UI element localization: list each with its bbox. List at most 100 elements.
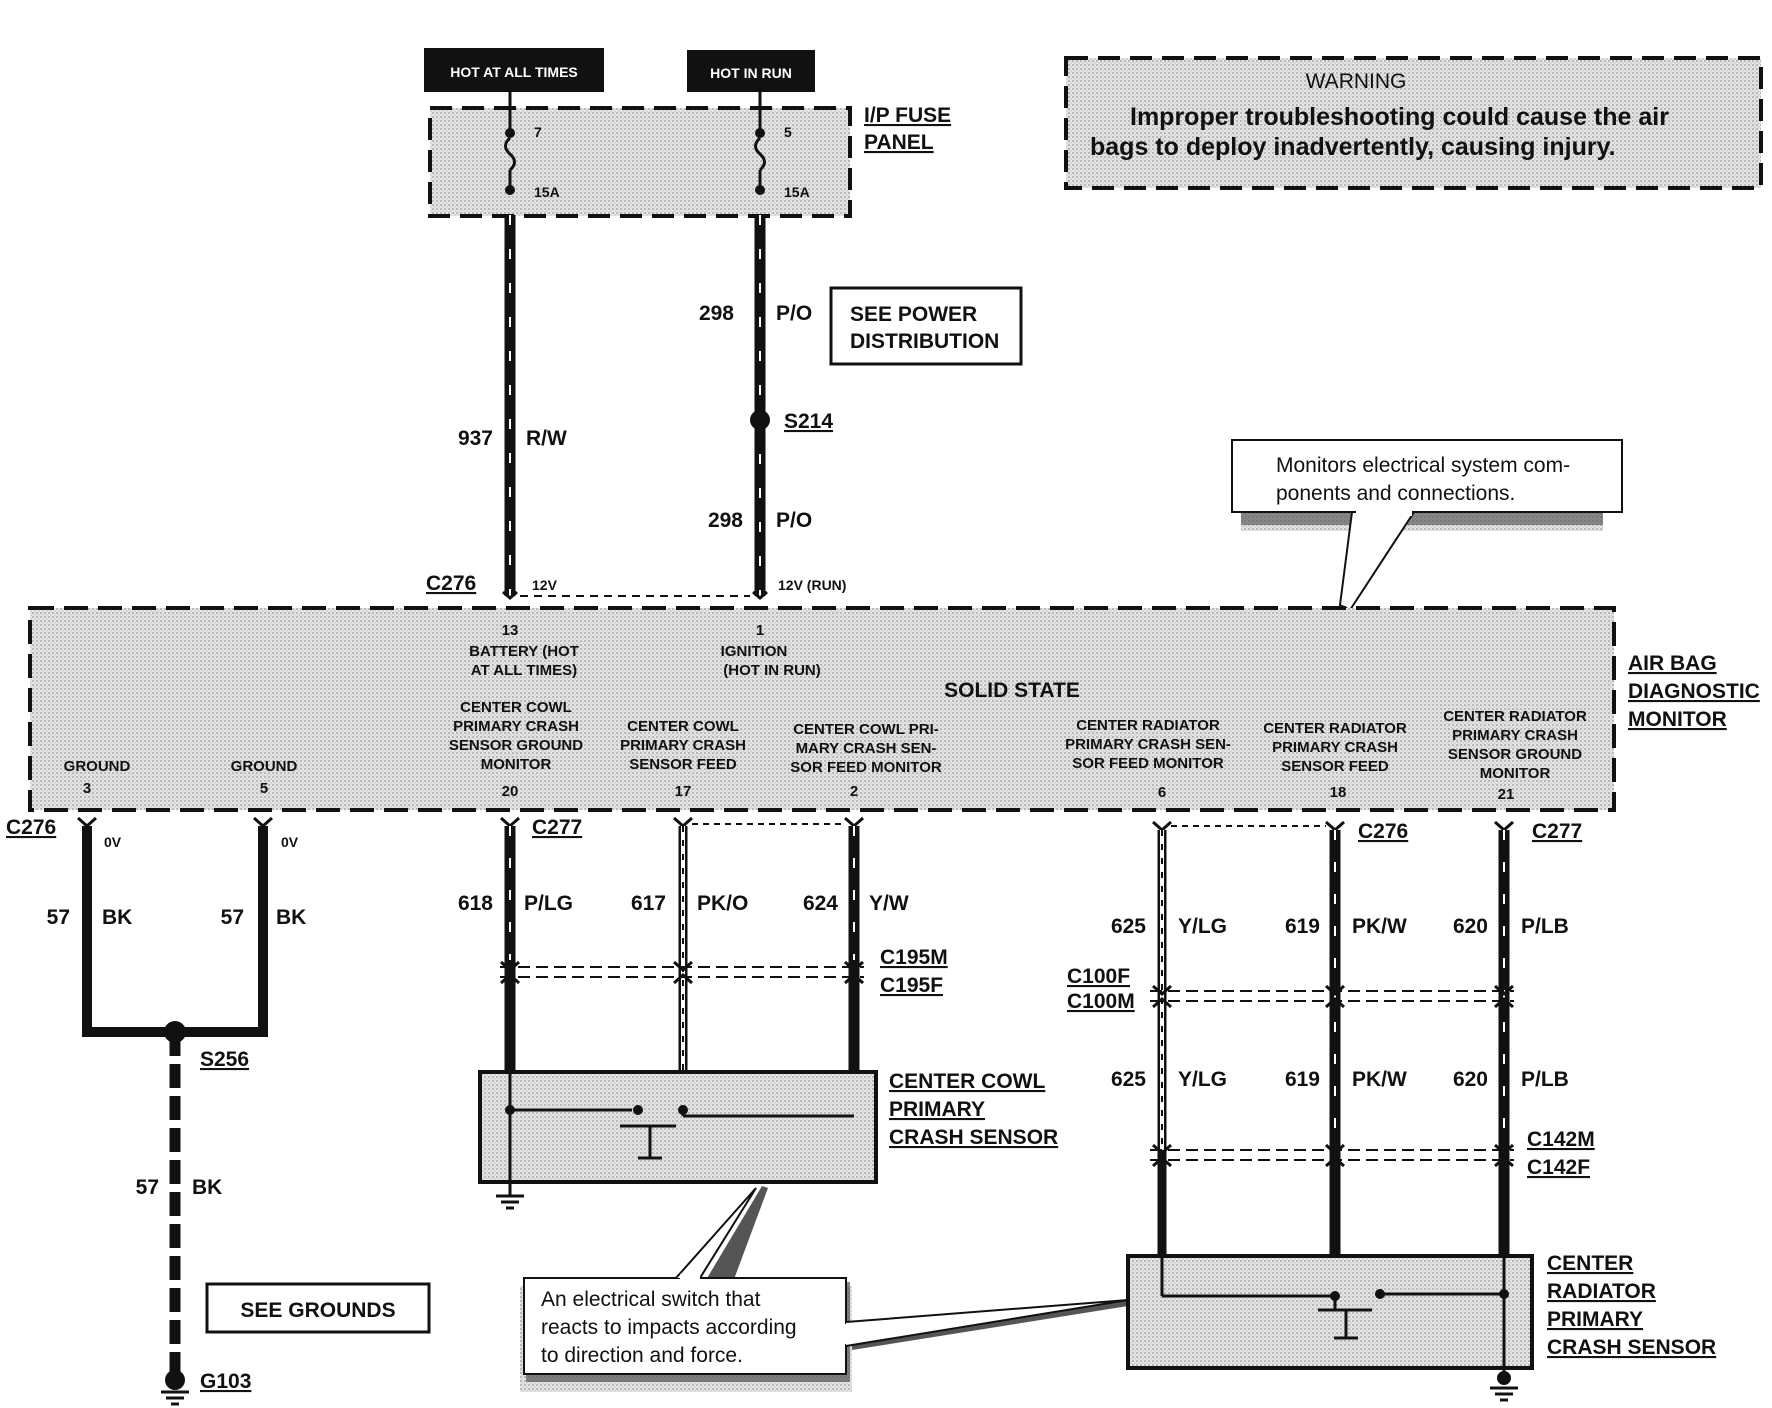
wire-298b-color: P/O <box>776 509 812 532</box>
connector-c276-right: C276 <box>1358 820 1408 843</box>
fuse-7: 7 15A <box>504 124 560 200</box>
pin-3-number: 3 <box>83 780 91 797</box>
pin-6-number: 6 <box>1158 784 1166 801</box>
pin-17-number: 17 <box>675 783 692 800</box>
pin-18-number: 18 <box>1330 784 1347 801</box>
connector-c195m: C195M <box>880 946 948 969</box>
connector-c276-left: C276 <box>6 816 56 839</box>
switch-callout: An electrical switch that reacts to impa… <box>520 1186 1129 1392</box>
switch-callout-line-2: reacts to impacts according <box>541 1316 797 1339</box>
wire-617-circuit: 617 <box>631 892 666 915</box>
c100-connector-marks <box>1150 984 1514 1009</box>
wire-620b-circuit: 620 <box>1453 1068 1488 1091</box>
air-bag-diagnostic-monitor: AIR BAG DIAGNOSTIC MONITOR SOLID STATE 1… <box>28 606 1760 812</box>
ip-fuse-panel: 7 15A 5 15A I/P FUSE PANEL <box>428 92 951 218</box>
cowl-sensor-label-1: CENTER COWL <box>889 1070 1045 1093</box>
pin-18-line-3: SENSOR FEED <box>1281 758 1389 775</box>
wire-57c-color: BK <box>192 1176 222 1199</box>
warning-box: WARNING Improper troubleshooting could c… <box>1064 56 1763 190</box>
fuse-5: 5 15A <box>754 124 810 200</box>
connector-c277-a: C277 <box>532 816 582 839</box>
pin-1-number: 1 <box>756 622 764 639</box>
hot-in-run-tag: HOT IN RUN <box>687 50 815 92</box>
c195-connector-marks <box>500 960 864 985</box>
pin-18-line-2: PRIMARY CRASH <box>1272 739 1398 756</box>
pin-21-line-2: PRIMARY CRASH <box>1452 727 1578 744</box>
radiator-sensor-label-3: PRIMARY <box>1547 1308 1643 1331</box>
pin-5-label: GROUND <box>231 758 298 775</box>
fuse-panel-label-2: PANEL <box>864 131 934 154</box>
pin-18-line-1: CENTER RADIATOR <box>1263 720 1407 737</box>
pin-3-label: GROUND <box>64 758 131 775</box>
pin-21-number: 21 <box>1498 786 1515 803</box>
pin-17-line-2: PRIMARY CRASH <box>620 737 746 754</box>
pin-6-line-3: SOR FEED MONITOR <box>1072 755 1224 772</box>
module-name-1: AIR BAG <box>1628 652 1717 675</box>
pin-20-line-4: MONITOR <box>481 756 552 773</box>
pin-20-number: 20 <box>502 783 519 800</box>
module-name-3: MONITOR <box>1628 708 1727 731</box>
c142-connector-marks <box>1150 1143 1514 1168</box>
wire-298a-circuit: 298 <box>699 302 734 325</box>
connector-c195f: C195F <box>880 974 943 997</box>
pin-20-line-1: CENTER COWL <box>460 699 572 716</box>
cowl-sensor-label-3: CRASH SENSOR <box>889 1126 1058 1149</box>
see-grounds-label: SEE GROUNDS <box>240 1299 395 1322</box>
ground-wire-loop <box>82 826 268 1037</box>
connector-c100m: C100M <box>1067 990 1135 1013</box>
pin-1-line-2: (HOT IN RUN) <box>723 662 821 679</box>
pin-6-line-2: PRIMARY CRASH SEN- <box>1065 736 1231 753</box>
wire-57b-color: BK <box>276 906 306 929</box>
pin-21-line-4: MONITOR <box>1480 765 1551 782</box>
wire-57a-circuit: 57 <box>47 906 70 929</box>
pin-21-line-3: SENSOR GROUND <box>1448 746 1582 763</box>
warning-title: WARNING <box>1306 70 1407 93</box>
radiator-pin-marks <box>1152 820 1514 833</box>
pin-17-line-1: CENTER COWL <box>627 718 739 735</box>
switch-callout-line-3: to direction and force. <box>541 1344 743 1367</box>
pin-2-number: 2 <box>850 783 858 800</box>
pin-1-line-1: IGNITION <box>721 643 788 660</box>
splice-s214-dot <box>750 410 770 430</box>
wire-619a-circuit: 619 <box>1285 915 1320 938</box>
wire-625a-color: Y/LG <box>1178 915 1227 938</box>
wire-619b-circuit: 619 <box>1285 1068 1320 1091</box>
radiator-sensor-label-4: CRASH SENSOR <box>1547 1336 1716 1359</box>
radiator-sensor-label-2: RADIATOR <box>1547 1280 1656 1303</box>
ground-g103-icon <box>161 1370 189 1406</box>
wire-298a-color: P/O <box>776 302 812 325</box>
wire-625b-circuit: 625 <box>1111 1068 1146 1091</box>
voltage-0v-a: 0V <box>104 834 122 850</box>
wire-57a-color: BK <box>102 906 132 929</box>
radiator-sensor-ground-icon <box>1490 1371 1518 1402</box>
wire-625a-circuit: 625 <box>1111 915 1146 938</box>
splice-s214-label: S214 <box>784 410 833 433</box>
monitor-callout-line-1: Monitors electrical system com- <box>1276 454 1570 477</box>
monitor-callout-line-2: ponents and connections. <box>1276 482 1515 505</box>
pin-13-number: 13 <box>502 622 519 639</box>
fuse-5-number: 5 <box>784 124 792 140</box>
switch-callout-line-1: An electrical switch that <box>541 1288 761 1311</box>
wire-937-color: R/W <box>526 427 567 450</box>
fuse-panel-label-1: I/P FUSE <box>864 104 951 127</box>
wire-617-color: PK/O <box>697 892 748 915</box>
connector-c100f: C100F <box>1067 965 1130 988</box>
module-name-2: DIAGNOSTIC <box>1628 680 1760 703</box>
see-power-distribution-box[interactable]: SEE POWER DISTRIBUTION <box>829 286 1023 366</box>
wire-620a-circuit: 620 <box>1453 915 1488 938</box>
connector-c276-top: C276 <box>426 572 476 595</box>
hot-at-all-times-label: HOT AT ALL TIMES <box>450 64 578 80</box>
pin-13-line-2: AT ALL TIMES) <box>471 662 577 679</box>
wire-620a-color: P/LB <box>1521 915 1569 938</box>
hot-at-all-times-tag: HOT AT ALL TIMES <box>424 48 604 92</box>
see-power-line-2: DISTRIBUTION <box>850 330 999 353</box>
wire-937-circuit: 937 <box>458 427 493 450</box>
wire-619b-color: PK/W <box>1352 1068 1407 1091</box>
fuse-5-rating: 15A <box>784 184 810 200</box>
pin-6-line-1: CENTER RADIATOR <box>1076 717 1220 734</box>
cowl-sensor-label-2: PRIMARY <box>889 1098 985 1121</box>
see-grounds-box[interactable]: SEE GROUNDS <box>205 1282 431 1334</box>
solid-state-label: SOLID STATE <box>944 679 1080 702</box>
hot-in-run-label: HOT IN RUN <box>710 65 792 81</box>
